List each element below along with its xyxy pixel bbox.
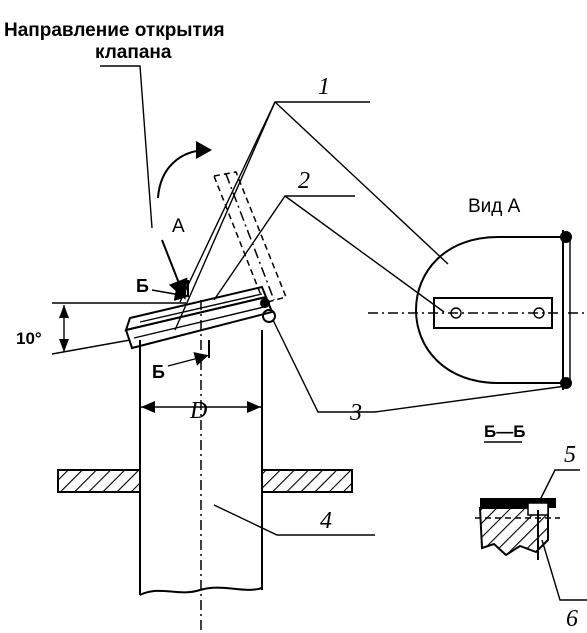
callout-2-leader-b [284,195,445,313]
callout-3: 3 [349,400,362,426]
callout-1-leader-c [274,101,449,265]
callout-2: 2 [298,168,310,194]
flange-left [57,469,141,493]
angle-plate-line [51,339,131,355]
direction-arrowhead [196,141,212,159]
hinge-bushing [262,309,276,323]
callout-6-leader [541,539,587,601]
callout-4-leader [213,504,375,536]
callout-3-leader-b [374,385,567,413]
diameter-arrow-right [247,401,261,413]
diameter-arrow-left [141,401,155,413]
diameter-label: D [189,398,207,424]
section-label-top: Б [136,276,149,296]
caption-leader [100,65,153,229]
section-detail [475,498,560,560]
view-a-drawing [368,230,587,390]
section-arrow-bottom [167,352,209,367]
callout-6: 6 [566,606,578,632]
caption-line-1: Направление открытия [4,20,225,41]
section-arrow-top [151,287,189,301]
angle-arrow-bottom [59,339,69,352]
pipe-break-line [139,586,263,596]
callout-1-leader-a [179,101,370,303]
callout-1: 1 [318,74,330,100]
callout-5: 5 [564,442,576,468]
angle-label: 10° [16,329,42,348]
view-a-title: Вид А [468,196,521,217]
section-label-bottom: Б [152,362,165,382]
angle-arrow-top [59,305,69,318]
callout-4: 4 [320,508,332,534]
view-a-arrow-label: А [172,216,185,237]
callout-2-leader-a [213,195,355,301]
caption-line-2: клапана [95,42,172,63]
callout-5-leader [539,469,580,501]
flange-right [261,469,353,493]
callout-1-leader-b [174,101,276,331]
valve-plate-closed [124,285,274,350]
hinge-pin [260,298,270,308]
section-title: Б—Б [484,422,525,441]
view-a-arrow [161,239,188,300]
direction-arc [157,149,209,199]
callout-3-leader-a [272,319,375,413]
